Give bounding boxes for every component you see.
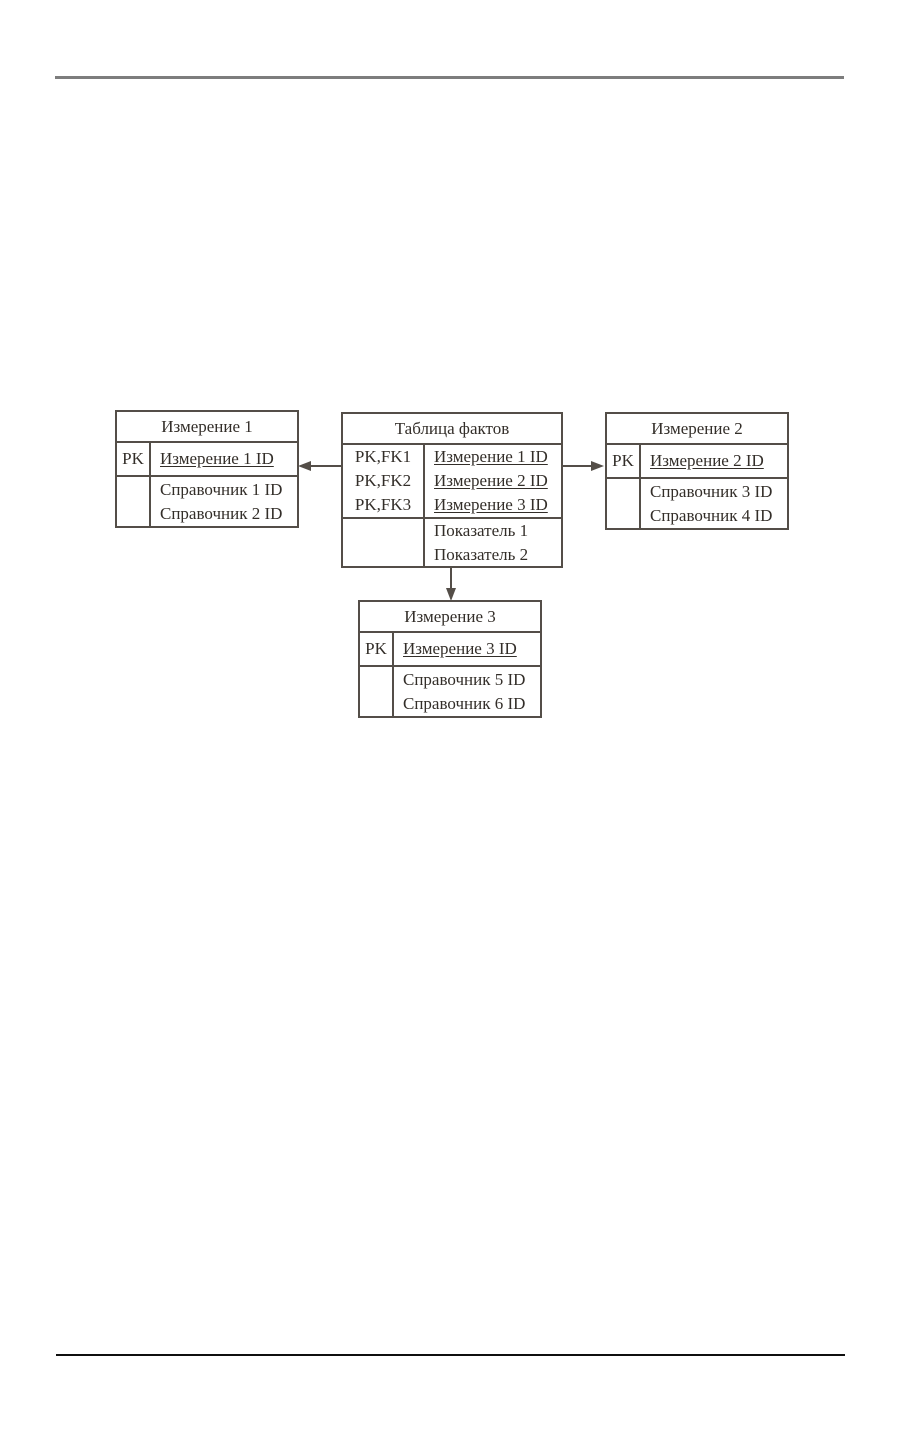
key-field: Измерение 2 ID (434, 471, 548, 490)
key-indicator-empty (343, 519, 425, 566)
field: Справочник 2 ID (160, 503, 283, 523)
page-footer-rule (56, 1354, 845, 1356)
key-field-cell: Измерение 3 ID (394, 633, 540, 665)
key-indicator-empty (117, 477, 151, 526)
primary-key-row: PK Измерение 2 ID (607, 445, 787, 477)
field: Справочник 3 ID (650, 481, 773, 501)
table-title: Таблица фактов (343, 414, 561, 445)
field: Показатель 2 (434, 544, 529, 564)
key-field: Измерение 1 ID (434, 447, 548, 466)
key-indicator: PK,FK2 (354, 471, 412, 490)
key-field-cell: Измерение 1 ID (151, 443, 297, 475)
entity-table-dimension-2: Измерение 2 PK Измерение 2 ID Справочник… (605, 412, 789, 530)
key-indicator: PK,FK1 (354, 447, 412, 466)
attributes-row: Справочник 1 ID Справочник 2 ID (117, 475, 297, 526)
table-title: Измерение 2 (607, 414, 787, 445)
field: Справочник 5 ID (403, 669, 526, 689)
entity-table-fact: Таблица фактов PK,FK1 PK,FK2 PK,FK3 Изме… (341, 412, 563, 568)
key-indicator-empty (360, 667, 394, 716)
key-field: Измерение 2 ID (650, 451, 764, 470)
key-indicator: PK,FK3 (354, 495, 412, 514)
page-header-rule (55, 76, 844, 79)
table-title: Измерение 3 (360, 602, 540, 633)
key-field: Измерение 3 ID (434, 495, 548, 514)
attribute-fields-cell: Справочник 5 ID Справочник 6 ID (394, 667, 540, 716)
relation-line (308, 465, 341, 467)
key-indicators: PK,FK1 PK,FK2 PK,FK3 (343, 445, 425, 517)
table-title: Измерение 1 (117, 412, 297, 443)
key-field-cell: Измерение 1 ID Измерение 2 ID Измерение … (425, 445, 561, 517)
field: Справочник 6 ID (403, 693, 526, 713)
primary-key-row: PK Измерение 1 ID (117, 443, 297, 475)
field: Справочник 4 ID (650, 505, 773, 525)
key-field-cell: Измерение 2 ID (641, 445, 787, 477)
attribute-fields-cell: Справочник 1 ID Справочник 2 ID (151, 477, 297, 526)
key-indicator: PK (607, 445, 641, 477)
key-indicator: PK (360, 633, 394, 665)
arrowhead-right-icon (591, 461, 604, 471)
relation-line (563, 465, 594, 467)
field: Показатель 1 (434, 520, 529, 540)
attributes-row: Справочник 3 ID Справочник 4 ID (607, 477, 787, 528)
arrowhead-down-icon (446, 588, 456, 601)
measure-fields-cell: Показатель 1 Показатель 2 (425, 519, 561, 566)
field: Справочник 1 ID (160, 479, 283, 499)
primary-key-row: PK Измерение 3 ID (360, 633, 540, 665)
primary-key-row: PK,FK1 PK,FK2 PK,FK3 Измерение 1 ID Изме… (343, 445, 561, 517)
measures-row: Показатель 1 Показатель 2 (343, 517, 561, 566)
entity-table-dimension-3: Измерение 3 PK Измерение 3 ID Справочник… (358, 600, 542, 718)
key-field: Измерение 1 ID (160, 449, 274, 468)
arrowhead-left-icon (298, 461, 311, 471)
key-indicator-empty (607, 479, 641, 528)
entity-table-dimension-1: Измерение 1 PK Измерение 1 ID Справочник… (115, 410, 299, 528)
attributes-row: Справочник 5 ID Справочник 6 ID (360, 665, 540, 716)
key-indicator: PK (117, 443, 151, 475)
key-field: Измерение 3 ID (403, 639, 517, 658)
relation-line (450, 568, 452, 590)
attribute-fields-cell: Справочник 3 ID Справочник 4 ID (641, 479, 787, 528)
